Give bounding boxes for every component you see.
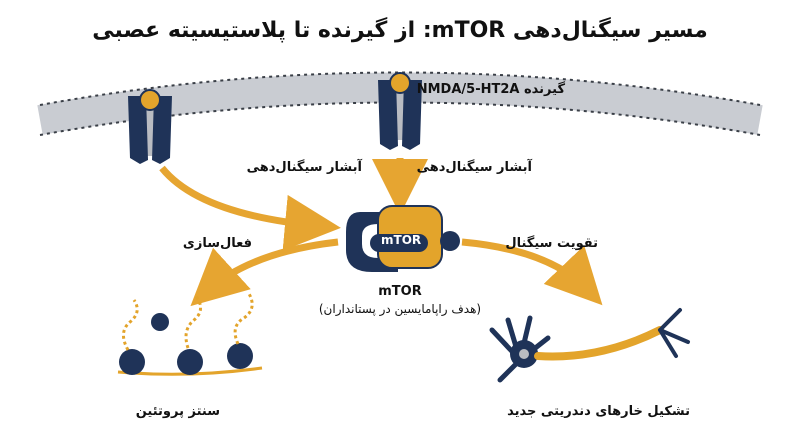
receptor-label: گیرنده NMDA/5-HT2A: [416, 82, 565, 97]
mtor-description: (هدف راپامایسین در پستانداران): [318, 302, 482, 316]
mtor-center-label: mTOR: [381, 233, 422, 247]
activation-label: فعال‌سازی: [182, 236, 252, 251]
receptor-left: [128, 89, 172, 164]
neuron-illustration: [489, 308, 690, 383]
protein-synthesis-illustration: [117, 291, 263, 376]
mtor-name: mTOR: [378, 284, 422, 299]
cascade-label-right: آبشار سیگنال‌دهی: [416, 160, 532, 175]
protein-synthesis-label: سنتز پروتئین: [135, 404, 220, 419]
receptor-right: [378, 72, 422, 150]
mtor-complex: [346, 205, 460, 272]
diagram-title: مسیر سیگنال‌دهی mTOR: از گیرنده تا پلاست…: [92, 18, 708, 43]
arrows: [159, 158, 603, 307]
cascade-label-left: آبشار سیگنال‌دهی: [246, 160, 362, 175]
spine-formation-label: تشکیل خارهای دندریتی جدید: [507, 404, 690, 419]
signal-boost-label: تقویت سیگنال: [505, 236, 598, 251]
